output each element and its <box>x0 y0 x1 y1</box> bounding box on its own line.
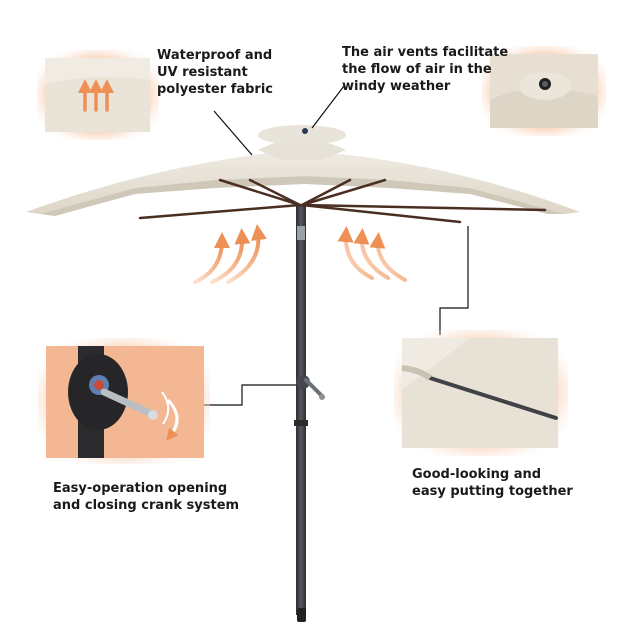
caption-line: and closing crank system <box>53 498 240 513</box>
caption-line: Good-looking and <box>412 467 542 482</box>
caption-assembly: Good-looking and easy putting together <box>412 466 573 500</box>
callout-lines <box>204 85 469 406</box>
inset-vents <box>482 46 606 136</box>
caption-line: Easy-operation opening <box>53 481 228 496</box>
umbrella-pole <box>294 205 308 622</box>
caption-crank: Easy-operation opening and closing crank… <box>53 480 239 514</box>
caption-vents: The air vents facilitate the flow of air… <box>342 44 508 95</box>
airflow-arrows-left <box>193 224 267 284</box>
crank-handle <box>296 375 325 400</box>
caption-line: The air vents facilitate <box>342 45 509 60</box>
caption-line: Waterproof and <box>157 48 273 63</box>
inset-fabric <box>37 50 159 140</box>
umbrella-canopy <box>26 125 580 224</box>
caption-line: the flow of air in the <box>342 62 492 77</box>
airflow-arrows-right <box>337 226 407 282</box>
caption-line: easy putting together <box>412 484 573 499</box>
inset-crank <box>38 338 210 464</box>
inset-assembly <box>394 330 568 456</box>
caption-line: windy weather <box>342 79 451 94</box>
caption-line: UV resistant <box>157 65 248 80</box>
caption-fabric: Waterproof and UV resistant polyester fa… <box>157 47 273 98</box>
caption-line: polyester fabric <box>157 82 273 97</box>
